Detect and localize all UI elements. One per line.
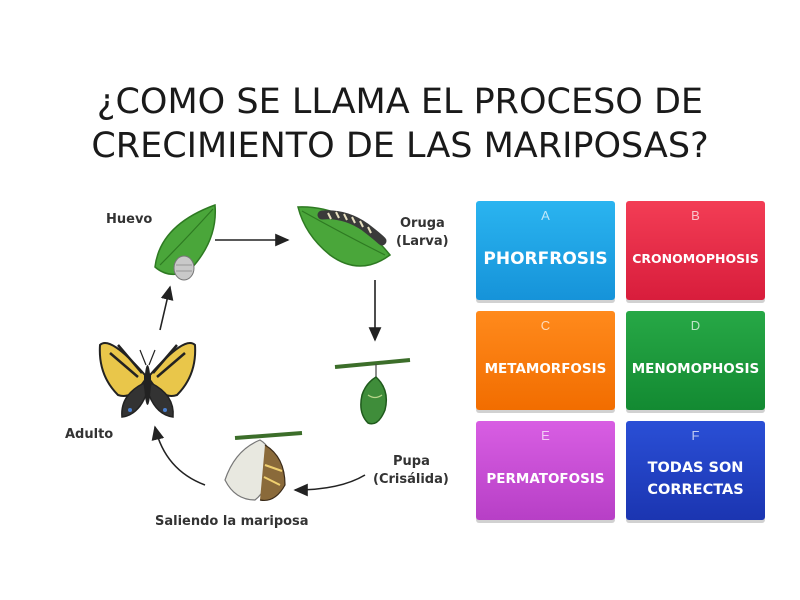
answer-grid: A PHORFROSIS B CRONOMOPHOSIS C METAMORFO… — [476, 201, 766, 522]
answer-text: PERMATOFOSIS — [486, 471, 605, 487]
question-title: ¿COMO SE LLAMA EL PROCESO DE CRECIMIENTO… — [40, 80, 760, 168]
answer-text: PHORFROSIS — [483, 249, 608, 269]
egg-leaf-illustration — [154, 203, 217, 281]
label-adult: Adulto — [65, 427, 113, 442]
answer-option-a[interactable]: A PHORFROSIS — [476, 201, 615, 300]
pupa-illustration — [334, 358, 411, 425]
butterfly-life-cycle-diagram: Huevo Oruga (Larva) Pupa (Crisálida) Sal… — [60, 195, 460, 530]
answer-option-d[interactable]: D MENOMOPHOSIS — [626, 311, 765, 410]
arrow-adult-to-egg — [159, 285, 174, 331]
answer-text: METAMORFOSIS — [484, 361, 607, 377]
label-emerging: Saliendo la mariposa — [155, 514, 309, 529]
arrow-pupa-to-emerging — [293, 474, 366, 497]
question-line-1: ¿COMO SE LLAMA EL PROCESO DE — [96, 82, 704, 122]
answer-text: MENOMOPHOSIS — [631, 361, 760, 377]
label-egg: Huevo — [106, 212, 152, 227]
label-larva-line-2: (Larva) — [396, 234, 449, 249]
answer-letter: F — [691, 428, 700, 443]
answer-letter: E — [541, 428, 550, 443]
label-larva-line-1: Oruga — [400, 216, 445, 231]
answer-option-e[interactable]: E PERMATOFOSIS — [476, 421, 615, 520]
answer-letter: D — [690, 318, 701, 333]
answer-option-c[interactable]: C METAMORFOSIS — [476, 311, 615, 410]
emerging-butterfly-illustration — [224, 431, 303, 502]
answer-text: TODAS SON CORRECTAS — [647, 460, 744, 498]
answer-letter: B — [691, 208, 700, 223]
label-pupa-line-2: (Crisálida) — [373, 472, 449, 487]
larva-leaf-illustration — [297, 206, 392, 267]
answer-option-b[interactable]: B CRONOMOPHOSIS — [626, 201, 765, 300]
answer-letter: C — [540, 318, 551, 333]
answer-option-f[interactable]: F TODAS SON CORRECTAS — [626, 421, 765, 520]
question-line-2: CRECIMIENTO DE LAS MARIPOSAS? — [91, 126, 709, 166]
answer-text: CRONOMOPHOSIS — [632, 251, 759, 266]
arrow-emerging-to-adult — [151, 425, 206, 486]
label-pupa-line-1: Pupa — [393, 454, 430, 469]
answer-letter: A — [541, 208, 550, 223]
adult-butterfly-illustration — [98, 342, 197, 418]
